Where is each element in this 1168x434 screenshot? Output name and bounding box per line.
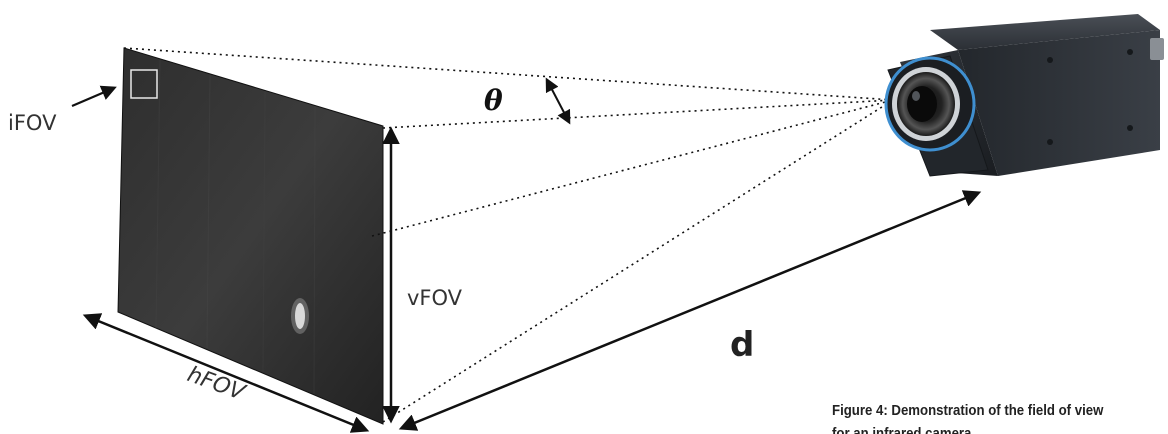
projection-line-top-right [382,99,894,129]
thermal-image-screen [117,47,384,425]
theta-arrow [545,77,571,125]
distance-arrow [398,190,982,431]
ifov-pixel-box [130,69,158,99]
vfov-label: vFOV [407,286,463,310]
distance-label: d [730,325,754,365]
ifov-pointer-arrow [71,85,117,108]
projection-line-mid-right [371,99,894,237]
projection-line-top-left [123,47,894,101]
figure-caption: Figure 4: Demonstration of the field of … [832,402,1104,434]
infrared-camera-icon [884,14,1164,177]
hfov-arrow [82,313,370,433]
theta-label: θ [484,84,503,117]
ifov-label: iFOV [8,111,57,135]
projection-line-bottom-right [382,99,894,423]
